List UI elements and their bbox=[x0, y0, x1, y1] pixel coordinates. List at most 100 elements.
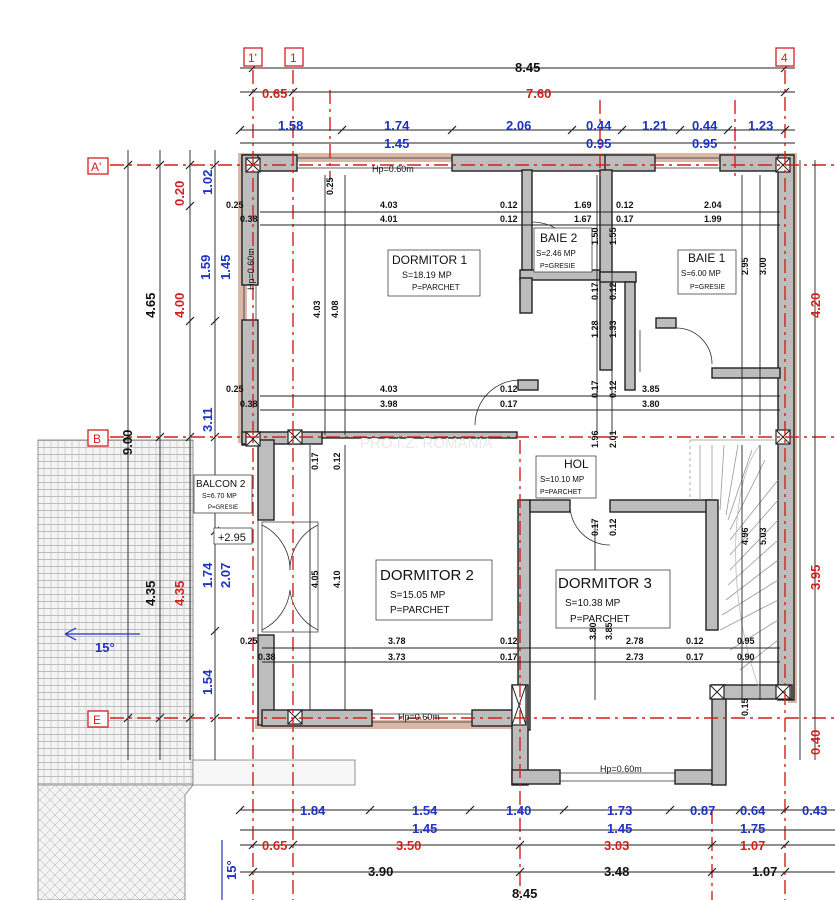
svg-text:3.90: 3.90 bbox=[368, 864, 393, 879]
parapet-label-top: Hp=0.60m bbox=[372, 164, 414, 174]
svg-text:3.80: 3.80 bbox=[588, 622, 598, 640]
watermark: PRO.I.Z. ROMANIA bbox=[360, 435, 493, 452]
svg-text:8.45: 8.45 bbox=[515, 60, 540, 75]
room-baie-2: BAIE 2 S=2.46 MP P=GRESIE bbox=[533, 227, 593, 273]
svg-text:1.50: 1.50 bbox=[590, 227, 600, 245]
axis-marker-E: E bbox=[87, 710, 109, 728]
parapet-label-left: Hp=0.60m bbox=[246, 248, 256, 290]
room-floor: P=PARCHET bbox=[390, 605, 450, 616]
svg-text:4.96: 4.96 bbox=[740, 527, 750, 545]
left-dimensions: 9.00 4.65 4.35 0.20 4.00 4.35 1.02 1.59 … bbox=[120, 170, 233, 695]
svg-text:4.03: 4.03 bbox=[380, 384, 398, 394]
parapet-label-bottom: Hp=0.60m bbox=[398, 712, 440, 722]
axis-lines bbox=[110, 70, 835, 900]
room-area: S=18.19 MP bbox=[402, 270, 452, 280]
svg-text:1.74: 1.74 bbox=[200, 562, 215, 588]
svg-text:1.67: 1.67 bbox=[574, 214, 592, 224]
svg-text:15°: 15° bbox=[95, 640, 115, 655]
svg-text:1.58: 1.58 bbox=[278, 118, 303, 133]
svg-text:0.44: 0.44 bbox=[586, 118, 612, 133]
svg-text:0.12: 0.12 bbox=[500, 636, 518, 646]
svg-text:0.38: 0.38 bbox=[240, 214, 258, 224]
svg-text:0.17: 0.17 bbox=[500, 652, 518, 662]
svg-text:0.12: 0.12 bbox=[500, 214, 518, 224]
windows bbox=[243, 157, 720, 782]
svg-text:0.12: 0.12 bbox=[686, 636, 704, 646]
svg-text:3.80: 3.80 bbox=[642, 399, 660, 409]
svg-text:1: 1 bbox=[290, 51, 297, 65]
room-name: BALCON 2 bbox=[196, 479, 246, 490]
roof-slope-arrow-2: 15° bbox=[221, 840, 239, 900]
svg-text:1.75: 1.75 bbox=[740, 821, 765, 836]
svg-text:1.07: 1.07 bbox=[752, 864, 777, 879]
svg-text:4: 4 bbox=[781, 51, 788, 65]
room-name: DORMITOR 3 bbox=[558, 575, 652, 592]
svg-text:1.45: 1.45 bbox=[412, 821, 437, 836]
svg-text:0.17: 0.17 bbox=[686, 652, 704, 662]
svg-text:0.25: 0.25 bbox=[226, 384, 244, 394]
axis-marker-1prime: 1' bbox=[243, 47, 263, 67]
axis-marker-1: 1 bbox=[284, 47, 304, 67]
svg-text:1.99: 1.99 bbox=[704, 214, 722, 224]
svg-text:1.07: 1.07 bbox=[740, 838, 765, 853]
svg-text:1.84: 1.84 bbox=[300, 803, 326, 818]
room-balcon-2: BALCON 2 S=6.70 MP P=GRESIE bbox=[193, 474, 253, 514]
svg-text:1': 1' bbox=[248, 51, 257, 65]
room-area: S=10.10 MP bbox=[540, 475, 584, 484]
svg-text:4.03: 4.03 bbox=[312, 300, 322, 318]
svg-text:0.90: 0.90 bbox=[737, 652, 755, 662]
svg-text:15°: 15° bbox=[224, 860, 239, 880]
roof-area-left bbox=[37, 439, 356, 900]
axis-marker-Aprime: A' bbox=[87, 157, 109, 175]
svg-text:B: B bbox=[93, 432, 101, 446]
room-floor: P=GRESIE bbox=[690, 284, 726, 291]
svg-text:A': A' bbox=[91, 160, 101, 174]
svg-text:0.43: 0.43 bbox=[802, 803, 827, 818]
room-area: S=6.70 MP bbox=[202, 493, 237, 500]
svg-text:5.03: 5.03 bbox=[758, 527, 768, 545]
room-hol: HOL S=10.10 MP P=PARCHET bbox=[535, 455, 597, 499]
svg-text:4.00: 4.00 bbox=[172, 293, 187, 318]
room-name: BAIE 1 bbox=[688, 251, 726, 265]
room-dormitor-2: DORMITOR 2 S=15.05 MP P=PARCHET bbox=[375, 559, 493, 621]
dimension-ticks bbox=[123, 63, 790, 877]
room-name: HOL bbox=[564, 457, 589, 471]
svg-text:2.01: 2.01 bbox=[608, 430, 618, 448]
svg-text:3.00: 3.00 bbox=[758, 257, 768, 275]
svg-text:0.12: 0.12 bbox=[500, 200, 518, 210]
svg-text:2.73: 2.73 bbox=[626, 652, 644, 662]
room-floor: P=PARCHET bbox=[412, 283, 460, 292]
axis-marker-4: 4 bbox=[775, 47, 795, 67]
svg-text:0.40: 0.40 bbox=[808, 730, 823, 755]
svg-text:0.17: 0.17 bbox=[500, 399, 518, 409]
room-area: S=15.05 MP bbox=[390, 590, 446, 601]
svg-text:1.74: 1.74 bbox=[384, 118, 410, 133]
svg-text:1.28: 1.28 bbox=[590, 320, 600, 338]
svg-text:3.03: 3.03 bbox=[604, 838, 629, 853]
svg-text:0.25: 0.25 bbox=[226, 200, 244, 210]
room-dormitor-3: DORMITOR 3 S=10.38 MP P=PARCHET bbox=[555, 569, 671, 629]
svg-text:+2.95: +2.95 bbox=[218, 532, 246, 544]
svg-text:1.59: 1.59 bbox=[198, 255, 213, 280]
svg-text:1.55: 1.55 bbox=[608, 227, 618, 245]
svg-text:4.08: 4.08 bbox=[330, 300, 340, 318]
svg-text:4.01: 4.01 bbox=[380, 214, 398, 224]
bottom-dimensions: 1.84 1.54 1.40 1.73 0.87 0.64 0.43 1.45 … bbox=[262, 803, 827, 900]
svg-text:0.17: 0.17 bbox=[590, 518, 600, 536]
right-dimensions: 4.20 3.95 0.40 bbox=[808, 293, 823, 755]
axis-markers: 1' 1 4 A' B E bbox=[87, 47, 795, 728]
svg-text:0.17: 0.17 bbox=[310, 452, 320, 470]
room-name: BAIE 2 bbox=[540, 231, 578, 245]
svg-text:0.12: 0.12 bbox=[608, 380, 618, 398]
svg-text:0.17: 0.17 bbox=[590, 380, 600, 398]
svg-text:3.85: 3.85 bbox=[604, 622, 614, 640]
svg-text:1.02: 1.02 bbox=[200, 170, 215, 195]
svg-text:0.64: 0.64 bbox=[740, 803, 766, 818]
svg-text:4.35: 4.35 bbox=[143, 581, 158, 606]
room-floor: P=GRESIE bbox=[208, 505, 238, 511]
svg-text:0.38: 0.38 bbox=[240, 399, 258, 409]
svg-text:0.17: 0.17 bbox=[590, 282, 600, 300]
svg-text:4.10: 4.10 bbox=[332, 570, 342, 588]
svg-text:1.45: 1.45 bbox=[607, 821, 632, 836]
room-floor: P=PARCHET bbox=[570, 614, 630, 625]
